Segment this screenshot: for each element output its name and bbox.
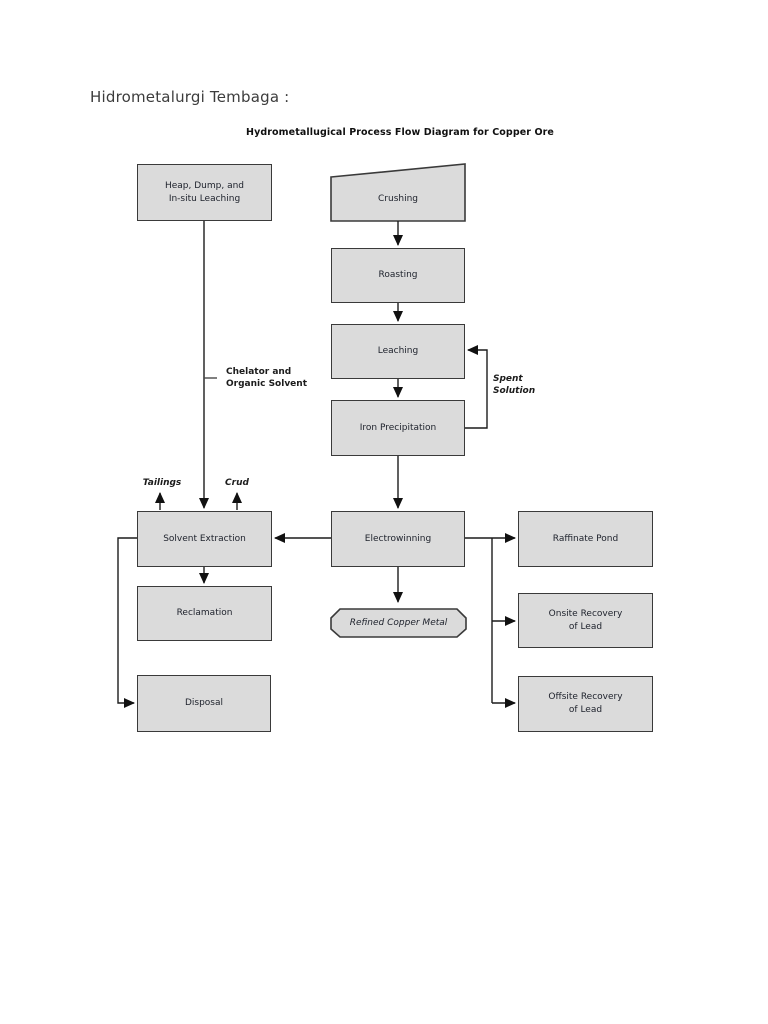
node-iron-precipitation: Iron Precipitation: [331, 400, 465, 456]
node-raffinate-pond: Raffinate Pond: [518, 511, 653, 567]
node-heap-dump-insitu-leaching: Heap, Dump, and In-situ Leaching: [137, 164, 272, 221]
node-roasting: Roasting: [331, 248, 465, 303]
connector-spent-solution-loop: [465, 345, 488, 429]
node-electrowinning: Electrowinning: [331, 511, 465, 567]
node-solvent-extraction: Solvent Extraction: [137, 511, 272, 567]
node-offsite-recovery-of-lead: Offsite Recovery of Lead: [518, 676, 653, 732]
node-onsite-recovery-of-lead: Onsite Recovery of Lead: [518, 593, 653, 648]
node-disposal: Disposal: [137, 675, 271, 732]
label-spent-solution: Spent Solution: [493, 374, 536, 396]
label-tailings: Tailings: [142, 478, 182, 488]
node-leaching: Leaching: [331, 324, 465, 379]
node-shape-crushing: [330, 163, 466, 222]
node-reclamation: Reclamation: [137, 586, 272, 641]
connector-solvent-extraction-disposal: [117, 537, 137, 708]
node-shape-refined-copper-metal: [330, 608, 467, 638]
label-crud: Crud: [225, 478, 249, 488]
label-chelator-organic-solvent: Chelator and Organic Solvent: [226, 367, 307, 389]
diagram-title: Hydrometallugical Process Flow Diagram f…: [246, 127, 554, 138]
page-heading: Hidrometalurgi Tembaga :: [90, 88, 290, 106]
